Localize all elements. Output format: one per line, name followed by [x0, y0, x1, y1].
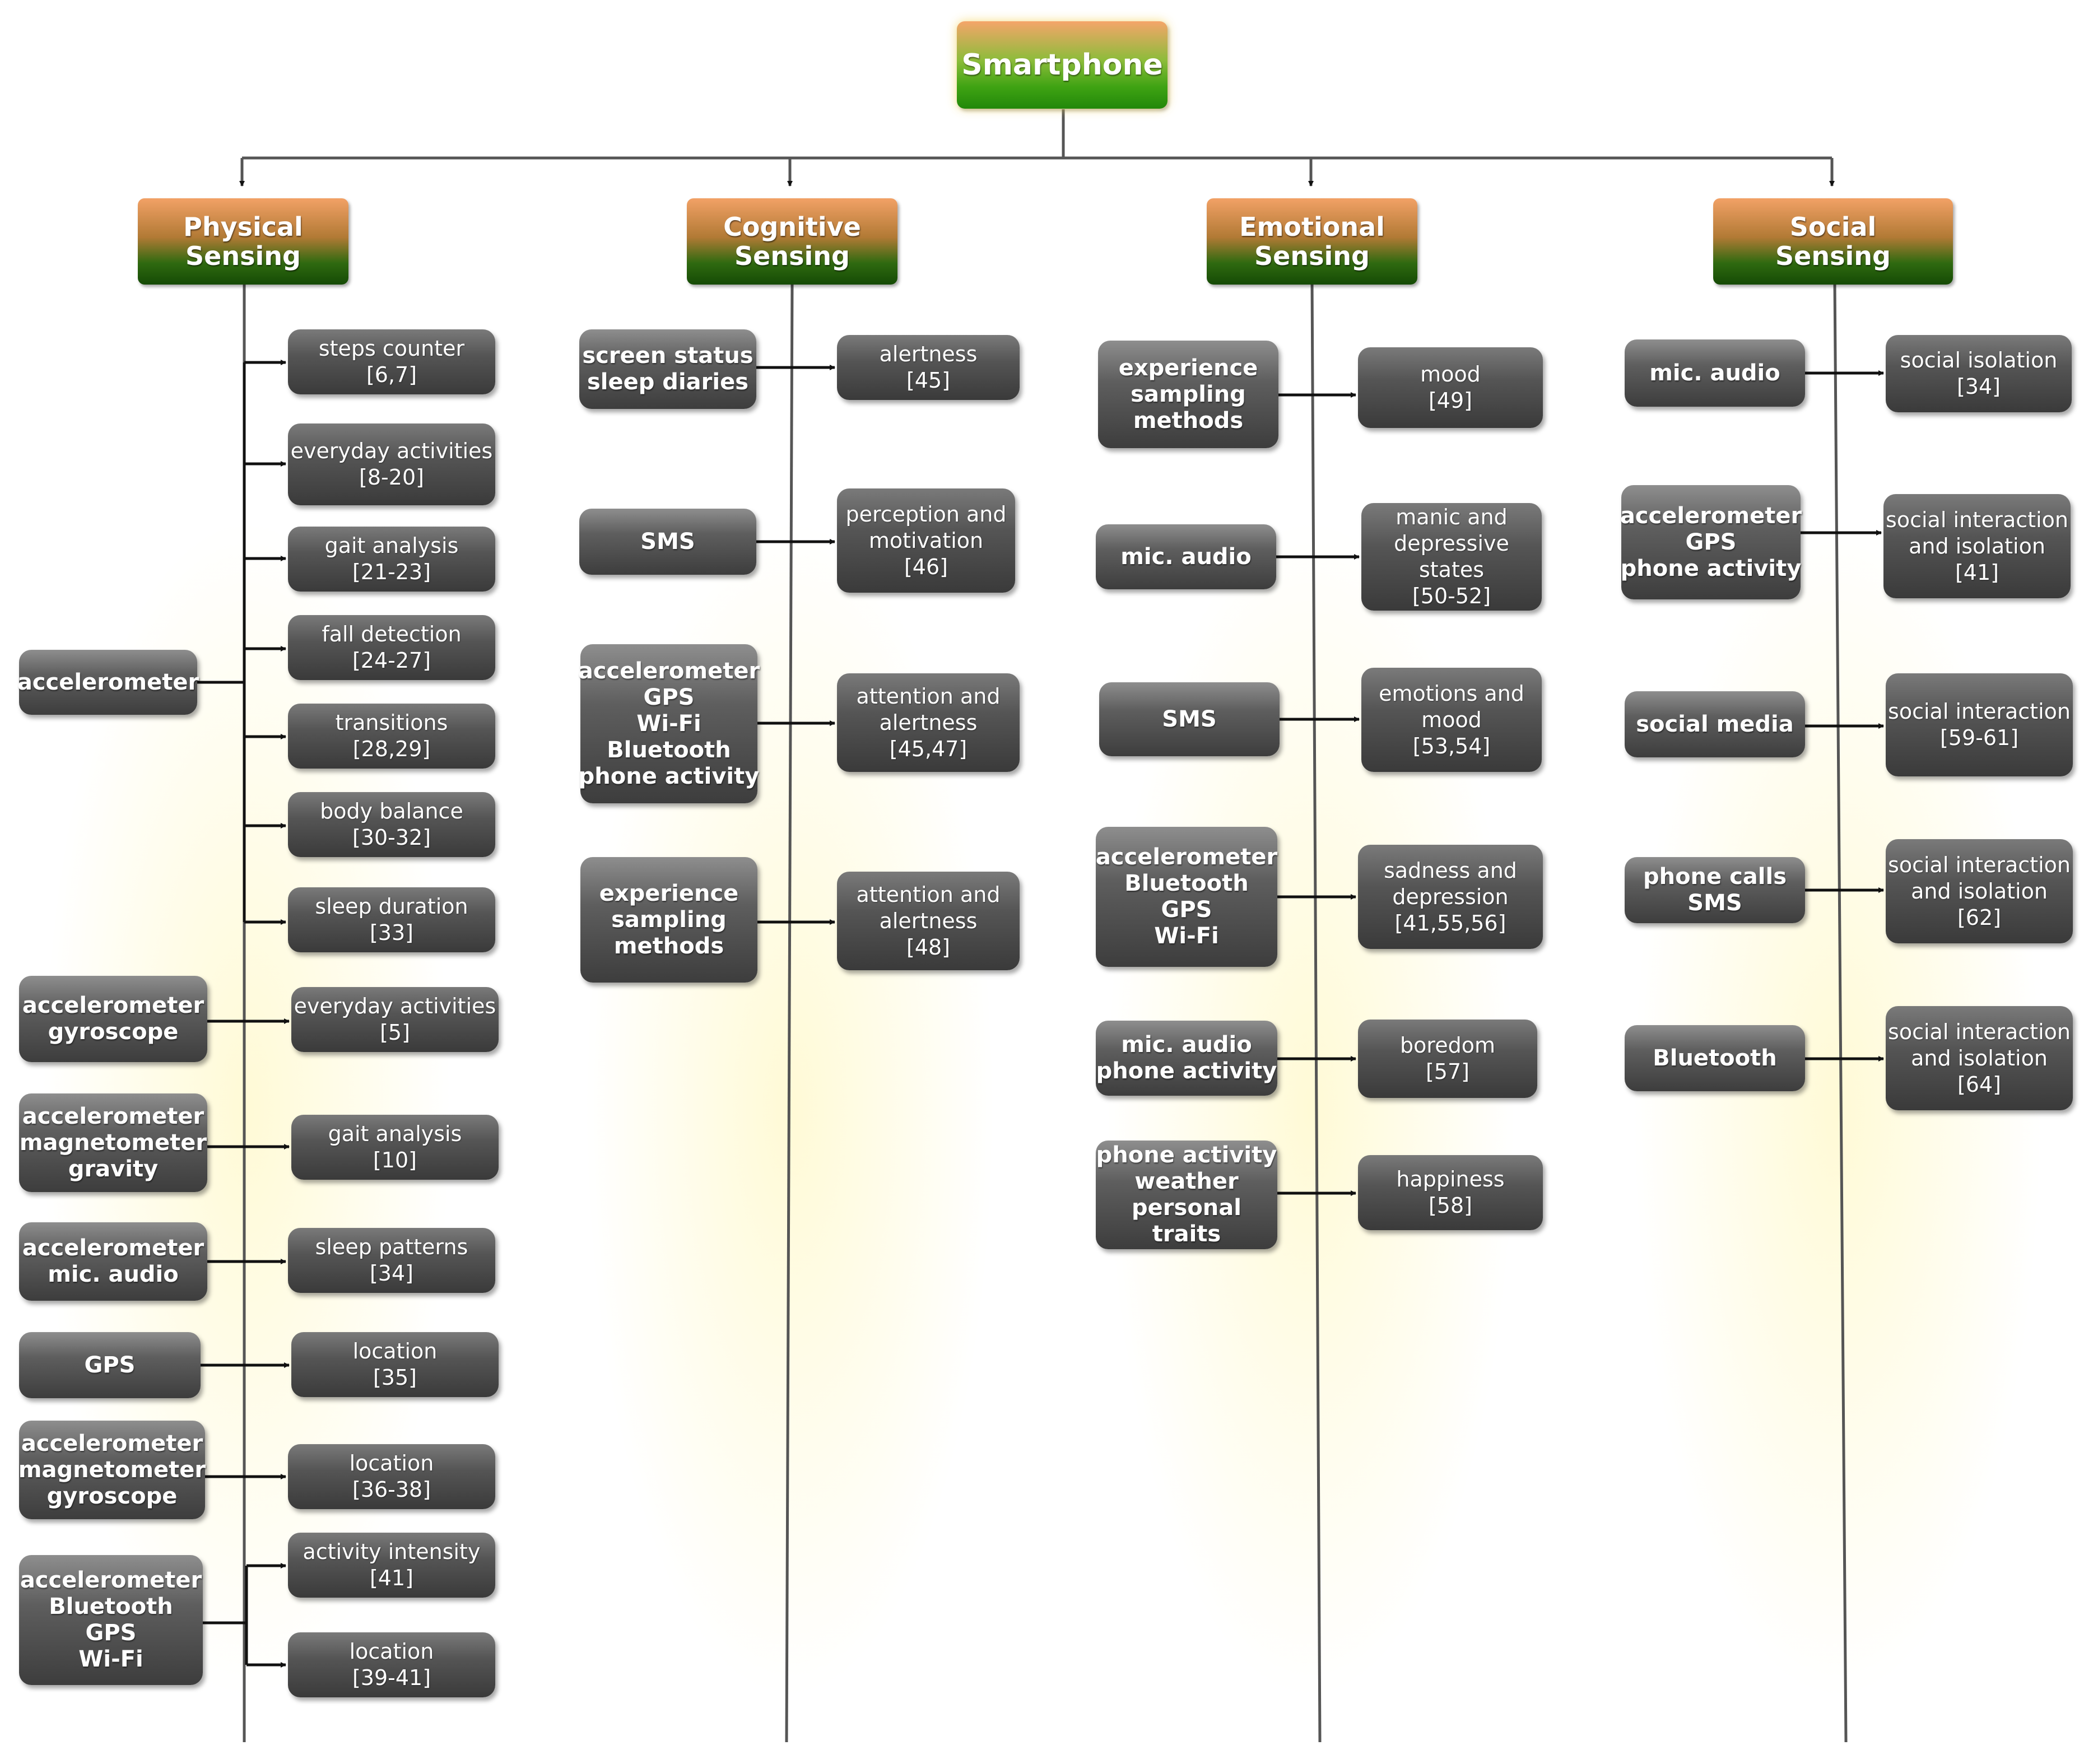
social-source-2: accelerometer GPS phone activity [1620, 485, 1802, 599]
physical-result-14: location [39-41] [288, 1632, 495, 1697]
emotional-connectors [1276, 392, 1360, 1196]
physical-connectors [197, 360, 290, 1668]
physical-result-9: gait analysis [10] [291, 1115, 499, 1180]
physical-result-5: transitions [28,29] [288, 704, 495, 769]
emotional-source-6: phone activity weather personal traits [1096, 1141, 1277, 1249]
category-emotional-sensing: Emotional Sensing [1207, 198, 1417, 285]
physical-result-8: everyday activities [5] [291, 987, 499, 1052]
emotional-result-3: emotions and mood [53,54] [1361, 668, 1542, 772]
social-source-3: social media [1625, 691, 1805, 757]
social-source-1: mic. audio [1625, 339, 1805, 407]
cognitive-source-3: accelerometer GPS Wi-Fi Bluetooth phone … [578, 644, 760, 803]
cognitive-result-2: perception and motivation [46] [837, 488, 1015, 593]
social-source-5: Bluetooth [1625, 1025, 1805, 1091]
emotional-result-2: manic and depressive states [50-52] [1361, 503, 1542, 611]
physical-result-13: activity intensity [41] [288, 1533, 495, 1598]
root-node-smartphone: Smartphone [957, 21, 1168, 109]
category-cognitive-sensing: Cognitive Sensing [687, 198, 897, 285]
social-result-5: social interaction and isolation [64] [1886, 1006, 2073, 1110]
physical-source-3: accelerometer magnetometer gravity [19, 1093, 207, 1192]
physical-source-1: accelerometer [17, 650, 199, 715]
emotional-source-3: SMS [1099, 682, 1280, 756]
physical-result-3: gait analysis [21-23] [288, 527, 495, 592]
physical-result-10: sleep patterns [34] [288, 1228, 495, 1293]
cognitive-result-4: attention and alertness [48] [837, 872, 1020, 970]
physical-result-7: sleep duration [33] [288, 887, 495, 952]
physical-source-4: accelerometer mic. audio [19, 1222, 207, 1301]
root-connectors [239, 109, 1835, 187]
category-physical-sensing: Physical Sensing [138, 198, 348, 285]
emotional-result-5: boredom [57] [1358, 1020, 1537, 1098]
social-connectors [1801, 370, 1884, 1062]
physical-source-5: GPS [19, 1332, 201, 1398]
social-result-2: social interaction and isolation [41] [1883, 494, 2071, 598]
physical-result-12: location [36-38] [288, 1444, 495, 1509]
physical-result-2: everyday activities [8-20] [288, 423, 495, 505]
cognitive-source-1: screen status sleep diaries [579, 329, 756, 409]
emotional-result-4: sadness and depression [41,55,56] [1358, 845, 1543, 949]
social-result-3: social interaction [59-61] [1886, 673, 2073, 776]
physical-result-4: fall detection [24-27] [288, 615, 495, 680]
emotional-source-5: mic. audio phone activity [1096, 1021, 1277, 1096]
emotional-result-1: mood [49] [1358, 347, 1543, 428]
emotional-source-1: experience sampling methods [1098, 341, 1278, 448]
physical-result-1: steps counter [6,7] [288, 329, 495, 394]
social-source-4: phone calls SMS [1625, 857, 1805, 923]
emotional-result-6: happiness [58] [1358, 1155, 1543, 1230]
emotional-source-2: mic. audio [1096, 524, 1276, 589]
cognitive-result-1: alertness [45] [837, 335, 1020, 400]
physical-source-6: accelerometer magnetometer gyroscope [18, 1421, 206, 1519]
social-result-1: social isolation [34] [1886, 335, 2072, 412]
cognitive-result-3: attention and alertness [45,47] [837, 673, 1020, 772]
cognitive-source-2: SMS [579, 509, 756, 575]
physical-result-11: location [35] [291, 1332, 499, 1397]
physical-source-2: accelerometer gyroscope [19, 976, 207, 1062]
physical-source-7: accelerometer Bluetooth GPS Wi-Fi [19, 1555, 203, 1685]
cognitive-source-4: experience sampling methods [580, 857, 757, 983]
social-result-4: social interaction and isolation [62] [1886, 839, 2073, 943]
physical-result-6: body balance [30-32] [288, 792, 495, 857]
emotional-source-4: accelerometer Bluetooth GPS Wi-Fi [1096, 827, 1277, 967]
category-social-sensing: Social Sensing [1713, 198, 1953, 285]
cognitive-connectors [756, 365, 835, 925]
